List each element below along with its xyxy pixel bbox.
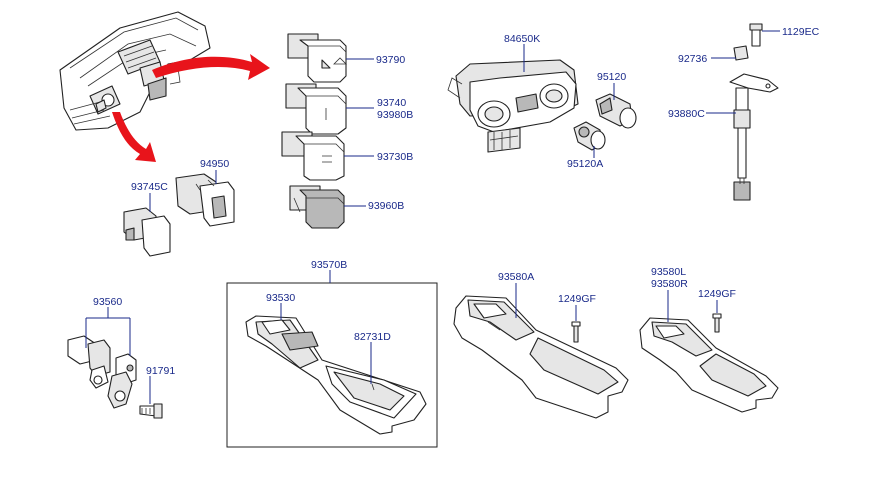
label-91791: 91791: [146, 365, 175, 377]
label-93740: 93740: [377, 97, 406, 109]
label-93960B: 93960B: [368, 200, 404, 212]
cigar-lighter-95120: [595, 93, 637, 129]
switch-93790: [287, 33, 347, 83]
label-94950: 94950: [200, 158, 229, 170]
screw-1249GF-b: [712, 313, 722, 333]
label-93580A: 93580A: [498, 271, 534, 283]
dashboard-illustration: [59, 11, 211, 131]
label-95120A: 95120A: [567, 158, 603, 170]
arrow-to-small-switches: [112, 112, 156, 162]
climate-control-84650K: [447, 59, 579, 153]
red-arrows: [112, 54, 270, 162]
cigar-lighter-95120A: [573, 121, 606, 151]
sensor-93880C: [729, 23, 779, 201]
label-1249GF-a: 1249GF: [558, 293, 596, 305]
label-84650K: 84650K: [504, 33, 540, 45]
label-93580R: 93580R: [651, 278, 688, 290]
switch-94950: [175, 173, 235, 227]
label-93980B: 93980B: [377, 109, 413, 121]
door-armrest-93580A: [453, 295, 629, 419]
door-armrest-93570B: [245, 315, 427, 435]
label-95120: 95120: [597, 71, 626, 83]
label-82731D: 82731D: [354, 331, 391, 343]
leader-lines: [85, 30, 780, 404]
label-93570B: 93570B: [311, 259, 347, 271]
label-93530: 93530: [266, 292, 295, 304]
switch-93730B: [281, 131, 345, 181]
door-switch-93560: [67, 335, 137, 409]
screw-1249GF-a: [571, 321, 581, 343]
door-armrest-93580L-93580R: [639, 317, 779, 413]
switch-93745C: [123, 207, 171, 257]
switch-93960B: [289, 185, 345, 229]
label-93560: 93560: [93, 296, 122, 308]
label-93790: 93790: [376, 54, 405, 66]
arrow-to-switches: [152, 54, 270, 80]
part-labels: 93790 93740 93980B 93730B 93960B 94950 9…: [93, 26, 820, 377]
assembly-box-93570B: [226, 282, 438, 448]
screw-91791: [139, 403, 163, 419]
label-92736: 92736: [678, 53, 707, 65]
label-93730B: 93730B: [377, 151, 413, 163]
label-1129EC: 1129EC: [782, 26, 820, 38]
label-1249GF-b: 1249GF: [698, 288, 736, 300]
label-93580L: 93580L: [651, 266, 686, 278]
label-93880C: 93880C: [668, 108, 705, 120]
switch-93740: [285, 83, 347, 135]
label-93745C: 93745C: [131, 181, 168, 193]
